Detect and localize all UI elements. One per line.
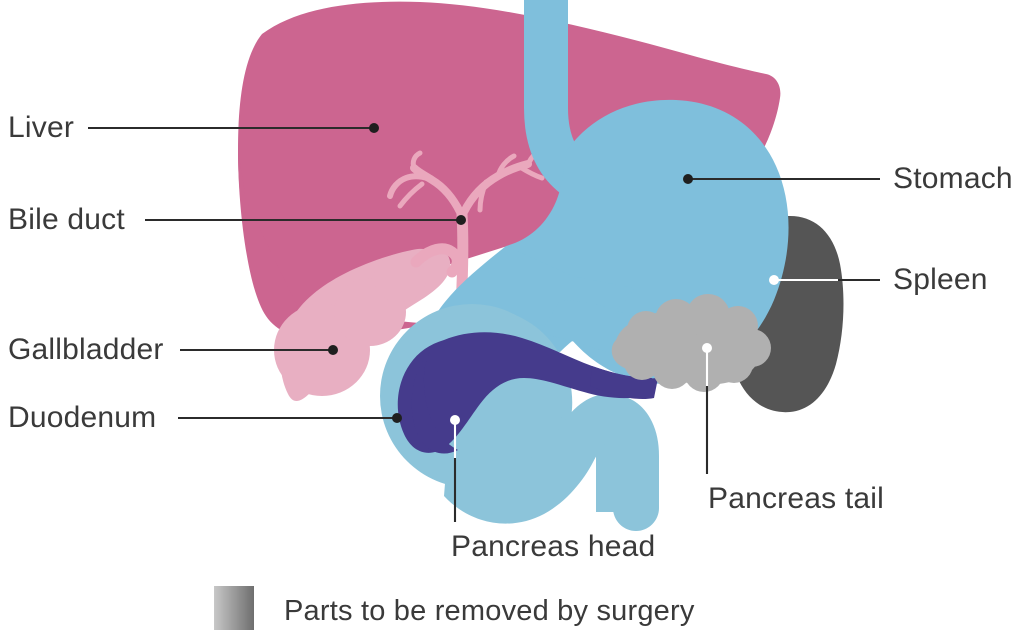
callout-stomach[interactable]: Stomach [683, 162, 1013, 195]
label-bile-duct: Bile duct [8, 203, 125, 236]
right-hepatic-branch-b [517, 164, 545, 181]
label-duodenum: Duodenum [8, 401, 156, 434]
liver-left-lobe [238, 150, 430, 339]
left-hepatic-branch-c [397, 181, 425, 209]
leader-dot-bile-duct [456, 215, 466, 225]
leader-dot-spleen [769, 275, 779, 285]
legend: Parts to be removed by surgery [214, 586, 695, 630]
leader-dot-duodenum [392, 413, 402, 423]
leader-dot-stomach [683, 174, 693, 184]
organ-pancreas-head [397, 332, 658, 454]
callout-duodenum[interactable]: Duodenum [8, 401, 402, 434]
tail-lobule-2 [655, 299, 697, 341]
duodenum-curve-stroke [415, 394, 659, 531]
label-spleen: Spleen [893, 263, 988, 296]
pancreas-neck [590, 366, 658, 400]
label-gallbladder: Gallbladder [8, 333, 164, 366]
callout-pancreas-head[interactable]: Pancreas head [450, 415, 655, 563]
legend-swatch [214, 586, 254, 630]
tail-neck-junction [611, 328, 650, 376]
tail-lobule-7 [653, 351, 691, 389]
left-hepatic-branch-b [410, 150, 423, 171]
callout-bile-duct[interactable]: Bile duct [8, 203, 466, 236]
left-hepatic-branch-a [387, 173, 435, 199]
leader-dot-gallbladder [328, 345, 338, 355]
leader-dot-pancreas-tail [702, 343, 712, 353]
tail-lobule-8 [684, 352, 724, 392]
organ-pancreas-tail [611, 294, 771, 392]
tail-lobule-9 [715, 345, 753, 383]
leader-dot-pancreas-head [450, 415, 460, 425]
right-hepatic-branch-a [495, 153, 517, 179]
callout-spleen[interactable]: Spleen [769, 263, 988, 296]
legend-caption: Parts to be removed by surgery [284, 595, 695, 627]
callout-gallbladder[interactable]: Gallbladder [8, 333, 338, 366]
callout-liver[interactable]: Liver [8, 111, 379, 144]
label-stomach: Stomach [893, 162, 1013, 195]
pancreas-uncinate [411, 352, 458, 454]
leader-dot-liver [369, 123, 379, 133]
callout-pancreas-tail[interactable]: Pancreas tail [702, 343, 884, 515]
label-liver: Liver [8, 111, 74, 144]
pancreas-head-shape [397, 332, 652, 453]
right-hepatic-branch-d [477, 179, 489, 213]
label-pancreas-head: Pancreas head [451, 530, 655, 563]
label-pancreas-tail: Pancreas tail [708, 482, 884, 515]
cystic-duct [410, 243, 463, 278]
